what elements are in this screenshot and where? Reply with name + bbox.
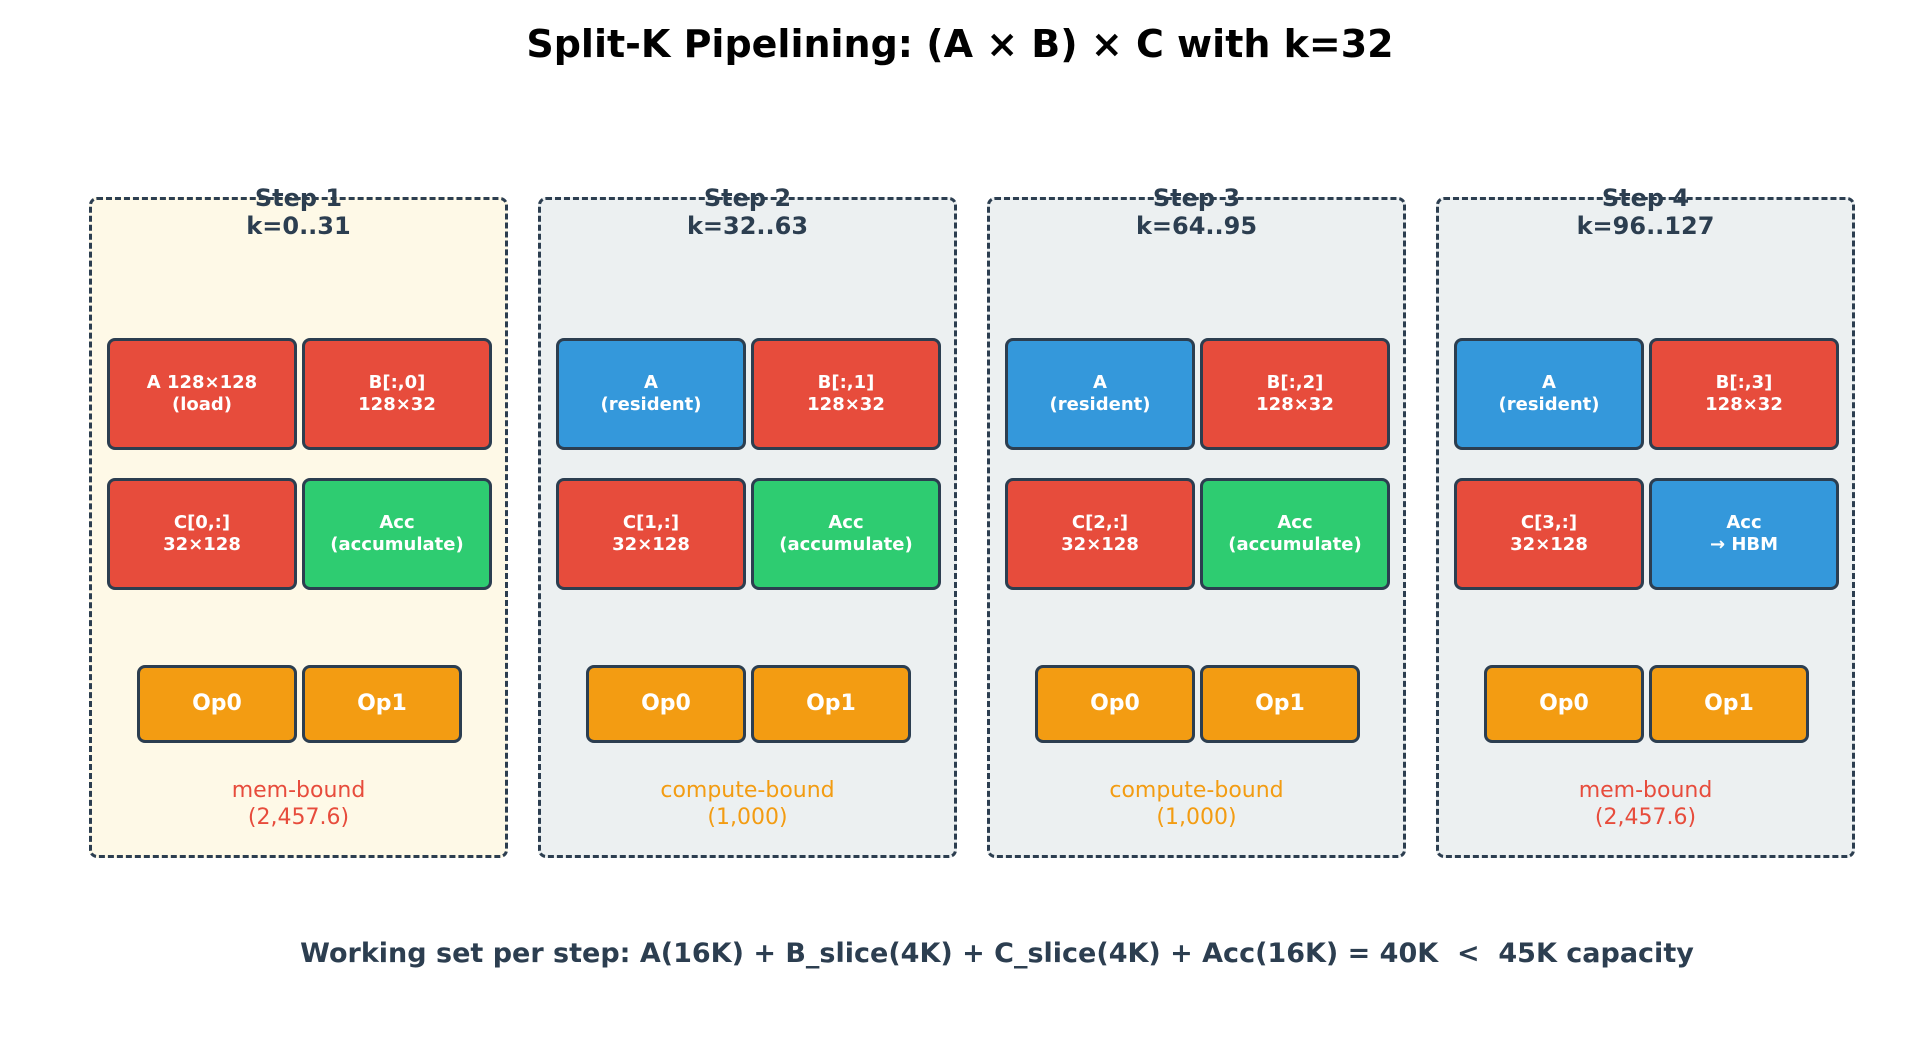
b-slice-block: B[:,3] 128×32: [1649, 338, 1839, 450]
op1-block: Op1: [1200, 665, 1360, 743]
op0-block: Op0: [137, 665, 297, 743]
block-label: C[0,:]: [173, 512, 231, 533]
block-sublabel: 128×32: [1705, 394, 1783, 415]
op1-block: Op1: [1649, 665, 1809, 743]
c-slice-block: C[0,:] 32×128: [107, 478, 297, 590]
block-sublabel: (accumulate): [330, 534, 464, 555]
step-header-4: Step 4 k=96..127: [1439, 184, 1852, 240]
block-label: B[:,2]: [1266, 372, 1324, 393]
bound-type: mem-bound: [231, 778, 366, 803]
accumulator-block: Acc (accumulate): [751, 478, 941, 590]
block-label: Acc: [379, 512, 415, 533]
bound-annotation: compute-bound (1,000): [990, 777, 1403, 831]
b-slice-block: B[:,0] 128×32: [302, 338, 492, 450]
op0-block: Op0: [586, 665, 746, 743]
block-sublabel: → HBM: [1709, 534, 1779, 555]
op-label: Op0: [1539, 691, 1589, 716]
block-sublabel: 32×128: [612, 534, 690, 555]
block-sublabel: (resident): [1498, 394, 1600, 415]
step-range: k=0..31: [246, 212, 351, 240]
op-label: Op1: [357, 691, 407, 716]
block-sublabel: (resident): [1049, 394, 1151, 415]
step-header-1: Step 1 k=0..31: [92, 184, 505, 240]
bound-cost: (1,000): [707, 805, 788, 830]
block-label: A: [644, 372, 658, 393]
block-label: Acc: [1277, 512, 1313, 533]
block-label: Acc: [1726, 512, 1762, 533]
step-panel-2: Step 2 k=32..63 A (resident) B[:,1] 128×…: [538, 184, 957, 858]
block-label: B[:,3]: [1715, 372, 1773, 393]
block-label: C[3,:]: [1520, 512, 1578, 533]
bound-annotation: mem-bound (2,457.6): [92, 777, 505, 831]
op1-block: Op1: [751, 665, 911, 743]
b-slice-block: B[:,1] 128×32: [751, 338, 941, 450]
block-label: A: [1542, 372, 1556, 393]
block-sublabel: (accumulate): [1228, 534, 1362, 555]
bound-annotation: compute-bound (1,000): [541, 777, 954, 831]
step-label: Step 1: [254, 184, 343, 212]
block-sublabel: 32×128: [1510, 534, 1588, 555]
b-slice-block: B[:,2] 128×32: [1200, 338, 1390, 450]
matrix-a-block: A (resident): [1005, 338, 1195, 450]
step-panel-1: Step 1 k=0..31 A 128×128 (load) B[:,0] 1…: [89, 184, 508, 858]
block-sublabel: 128×32: [807, 394, 885, 415]
step-header-2: Step 2 k=32..63: [541, 184, 954, 240]
block-sublabel: (load): [171, 394, 233, 415]
step-panel-3: Step 3 k=64..95 A (resident) B[:,2] 128×…: [987, 184, 1406, 858]
bound-type: compute-bound: [660, 778, 835, 803]
bound-annotation: mem-bound (2,457.6): [1439, 777, 1852, 831]
block-sublabel: 32×128: [1061, 534, 1139, 555]
matrix-a-block: A 128×128 (load): [107, 338, 297, 450]
step-label: Step 2: [703, 184, 792, 212]
bound-cost: (2,457.6): [1594, 805, 1697, 830]
block-label: B[:,0]: [368, 372, 426, 393]
matrix-a-block: A (resident): [1454, 338, 1644, 450]
accumulator-block: Acc (accumulate): [1200, 478, 1390, 590]
block-label: C[2,:]: [1071, 512, 1129, 533]
block-sublabel: (accumulate): [779, 534, 913, 555]
step-range: k=64..95: [1135, 212, 1258, 240]
matrix-a-block: A (resident): [556, 338, 746, 450]
block-label: B[:,1]: [817, 372, 875, 393]
bound-type: mem-bound: [1578, 778, 1713, 803]
accumulator-block: Acc (accumulate): [302, 478, 492, 590]
c-slice-block: C[1,:] 32×128: [556, 478, 746, 590]
block-sublabel: (resident): [600, 394, 702, 415]
op-label: Op1: [806, 691, 856, 716]
op0-block: Op0: [1035, 665, 1195, 743]
block-sublabel: 32×128: [163, 534, 241, 555]
step-label: Step 3: [1152, 184, 1241, 212]
op-label: Op1: [1704, 691, 1754, 716]
step-range: k=32..63: [686, 212, 809, 240]
bound-cost: (2,457.6): [247, 805, 350, 830]
op1-block: Op1: [302, 665, 462, 743]
block-sublabel: 128×32: [358, 394, 436, 415]
block-label: Acc: [828, 512, 864, 533]
block-label: A 128×128: [146, 372, 258, 393]
bound-cost: (1,000): [1156, 805, 1237, 830]
step-label: Step 4: [1601, 184, 1690, 212]
op-label: Op0: [1090, 691, 1140, 716]
op-label: Op0: [192, 691, 242, 716]
block-sublabel: 128×32: [1256, 394, 1334, 415]
op-label: Op0: [641, 691, 691, 716]
op0-block: Op0: [1484, 665, 1644, 743]
accumulator-block: Acc → HBM: [1649, 478, 1839, 590]
step-range: k=96..127: [1576, 212, 1715, 240]
block-label: C[1,:]: [622, 512, 680, 533]
block-label: A: [1093, 372, 1107, 393]
bound-type: compute-bound: [1109, 778, 1284, 803]
op-label: Op1: [1255, 691, 1305, 716]
diagram-title: Split-K Pipelining: (A × B) × C with k=3…: [526, 22, 1394, 66]
c-slice-block: C[2,:] 32×128: [1005, 478, 1195, 590]
step-panel-4: Step 4 k=96..127 A (resident) B[:,3] 128…: [1436, 184, 1855, 858]
step-header-3: Step 3 k=64..95: [990, 184, 1403, 240]
c-slice-block: C[3,:] 32×128: [1454, 478, 1644, 590]
working-set-summary: Working set per step: A(16K) + B_slice(4…: [300, 938, 1694, 969]
